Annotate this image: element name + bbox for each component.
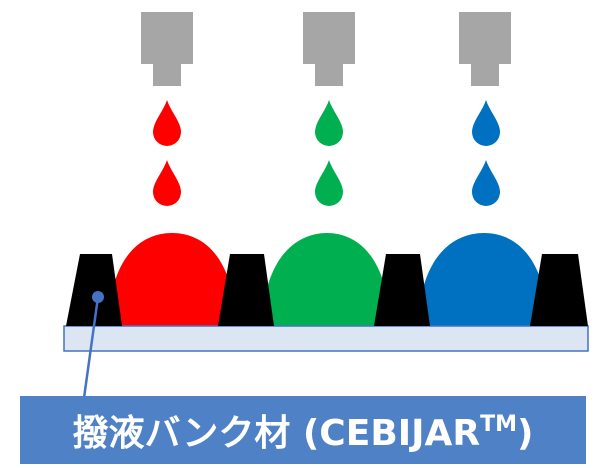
caption-close: ) [517,413,534,454]
caption-text: 撥液バンク材 (CEBIJARTM) [73,404,534,456]
bank-1 [66,254,122,326]
droplet-red-lower [153,160,181,206]
nozzle-blue [459,12,511,86]
ink-dome-blue [418,233,548,326]
nozzle-red [141,12,193,86]
nozzle-green [303,12,355,86]
trademark-mark: TM [480,412,518,437]
droplet-green-lower [315,160,343,206]
leader-dot [92,291,104,303]
droplet-blue-lower [472,160,500,206]
substrate [63,325,589,352]
bank-3 [374,254,430,326]
bank-4 [530,254,588,326]
droplet-green-upper [315,100,343,146]
ink-dome-green [262,233,390,326]
bank-2 [218,254,274,326]
caption-box: 撥液バンク材 (CEBIJARTM) [20,396,586,464]
droplet-red-upper [153,100,181,146]
droplet-blue-upper [472,100,500,146]
ink-dome-red [108,233,236,326]
leader-line [82,296,100,399]
caption-main: 撥液バンク材 (CEBIJAR [72,413,481,454]
